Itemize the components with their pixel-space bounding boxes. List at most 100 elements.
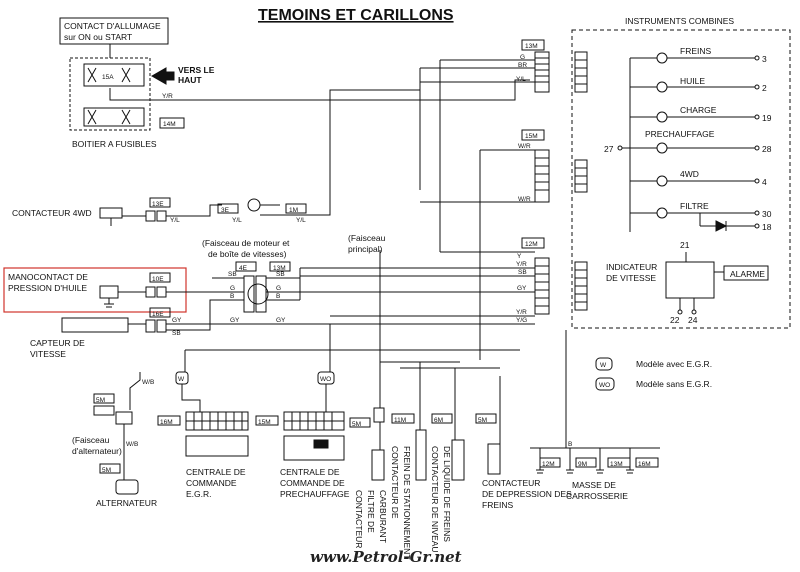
legend-w-code: W xyxy=(600,362,607,369)
ignition-label: CONTACT D'ALLUMAGE xyxy=(64,21,161,31)
pin-18: 18 xyxy=(762,222,772,232)
contacteur-frein-label: CONTACTEUR DE xyxy=(390,446,400,519)
pin-22: 22 xyxy=(670,315,680,325)
connector-round-1 xyxy=(247,198,261,212)
manocontact-highlight xyxy=(3,267,187,313)
contacteur-filtre-label-3: CARBURANT xyxy=(378,490,388,543)
wire-sb-low: SB xyxy=(518,269,527,276)
contacteur-frein-label-2: FREIN DE STATIONNEMENT xyxy=(402,446,412,560)
connector-5m-dep-label: 5M xyxy=(478,417,487,424)
wire-yr-low-2: Y/R xyxy=(516,309,527,316)
ignition-box xyxy=(59,17,169,45)
wire-sb-capteur: SB xyxy=(172,330,181,337)
connector-16m-masse-label: 16M xyxy=(638,461,651,468)
capteur-label-2: VITESSE xyxy=(30,349,66,359)
connector-15m xyxy=(521,129,545,141)
centrale-prech-label: CENTRALE DE xyxy=(280,467,340,477)
manocontact-switch xyxy=(99,285,119,299)
pin-21: 21 xyxy=(680,240,690,250)
fuse-top-code: 15A xyxy=(102,74,114,81)
connector-5m-filtre-label: 5M xyxy=(352,421,361,428)
connector-10m xyxy=(607,457,631,468)
connector-6m-label: 6M xyxy=(434,417,443,424)
wire-yl-4wd: Y/L xyxy=(170,217,180,224)
contacteur-filtre-label-2: FILTRE DE xyxy=(366,490,376,533)
faisceau-principal-label-2: principal) xyxy=(348,244,383,254)
wire-wr-mid: W/R xyxy=(518,143,531,150)
arrow-up-label: VERS LE xyxy=(178,65,215,75)
manocontact-label: MANOCONTACT DE xyxy=(8,272,88,282)
centrale-egr-label-3: E.G.R. xyxy=(186,489,212,499)
wire-b-c2: B xyxy=(276,293,280,300)
connector-block-mid xyxy=(534,149,550,203)
connector-3m xyxy=(93,405,115,416)
fuse-box-frame xyxy=(69,57,151,131)
instruments-title: INSTRUMENTS COMBINES xyxy=(625,16,734,26)
connector-5m-alt xyxy=(99,463,121,474)
contacteur-niveau xyxy=(451,439,465,481)
connector-5m xyxy=(93,393,115,404)
faisceau-alt-label-2: d'alternateur) xyxy=(72,446,122,456)
lamp-huile xyxy=(630,81,760,93)
connector-3e-label: 3E xyxy=(221,207,230,214)
connector-4e-label: 4E xyxy=(239,265,248,272)
connector-10e xyxy=(149,272,171,283)
wire-wb-1: W/B xyxy=(142,379,154,386)
instruments-frame xyxy=(571,29,791,329)
connector-13e xyxy=(149,197,171,208)
wire-b-masse: B xyxy=(568,441,572,448)
pin-27: 27 xyxy=(604,144,614,154)
wire-yr: Y/R xyxy=(162,93,173,100)
wire-gy-c1: GY xyxy=(230,317,240,324)
alarm-label: ALARME xyxy=(730,269,765,279)
faisceau-alt-label: (Faisceau xyxy=(72,435,110,445)
marker-w-text: W xyxy=(178,376,185,383)
contacteur-4wd xyxy=(99,207,123,219)
centrale-egr-box xyxy=(185,435,249,457)
connector-13m-mid xyxy=(269,261,291,272)
contacteur-niveau-label-2: DE LIQUIDE DE FREINS xyxy=(442,446,452,542)
wire-b-c1: B xyxy=(230,293,234,300)
lamp-label-prechauffage: PRECHAUFFAGE xyxy=(645,129,715,139)
connector-16m-label: 16M xyxy=(160,419,173,426)
contacteur-frein xyxy=(415,429,427,481)
connector-14m xyxy=(159,117,185,129)
contacteur-filtre xyxy=(371,449,385,481)
alarm-box xyxy=(723,265,769,281)
connector-15m-low-label: 15M xyxy=(258,419,271,426)
connector-16e-label: 16E xyxy=(152,311,164,318)
wire-g-top: G xyxy=(520,54,525,61)
connector-alt xyxy=(115,411,133,425)
connector-13m-label: 13M xyxy=(525,43,538,50)
wire-yl-4wd-2: Y/L xyxy=(232,217,242,224)
connector-13m xyxy=(521,39,545,51)
connector-15m-label: 15M xyxy=(525,133,538,140)
connector-3e xyxy=(217,203,239,214)
capteur-vitesse xyxy=(61,317,129,333)
wire-yl-top: Y/L xyxy=(516,76,526,83)
connector-round-2 xyxy=(247,283,269,305)
connector-5m-alt-label: 5M xyxy=(102,467,111,474)
wire-br-top: BR xyxy=(518,62,527,69)
contacteur-depression xyxy=(487,443,501,475)
capteur-label: CAPTEUR DE xyxy=(30,338,85,348)
wire-g-c2: G xyxy=(276,285,281,292)
legend-wo-code: WO xyxy=(599,382,610,389)
connector-9m-label: 9M xyxy=(578,461,587,468)
lamp-label-huile: HUILE xyxy=(680,76,705,86)
faisceau-moteur-label-2: de boîte de vitesses) xyxy=(208,249,287,259)
contacteur-filtre-label: CONTACTEUR xyxy=(354,490,364,548)
legend-w-text: Modèle avec E.G.R. xyxy=(636,359,712,369)
lamp-label-charge: CHARGE xyxy=(680,105,717,115)
wire-gy-capteur: GY xyxy=(172,317,182,324)
legend-wo-text: Modèle sans E.G.R. xyxy=(636,379,712,389)
connector-6m xyxy=(431,413,453,424)
connector-15m-low xyxy=(255,415,279,426)
fuse-bottom xyxy=(83,107,145,127)
wire-gy-c2: GY xyxy=(276,317,286,324)
connector-12m-label: 12M xyxy=(525,241,538,248)
fuse-box-label: BOITIER A FUSIBLES xyxy=(72,139,157,149)
speed-indicator-label-2: DE VITESSE xyxy=(606,273,656,283)
contacteur-dep-label: CONTACTEUR xyxy=(482,478,540,488)
